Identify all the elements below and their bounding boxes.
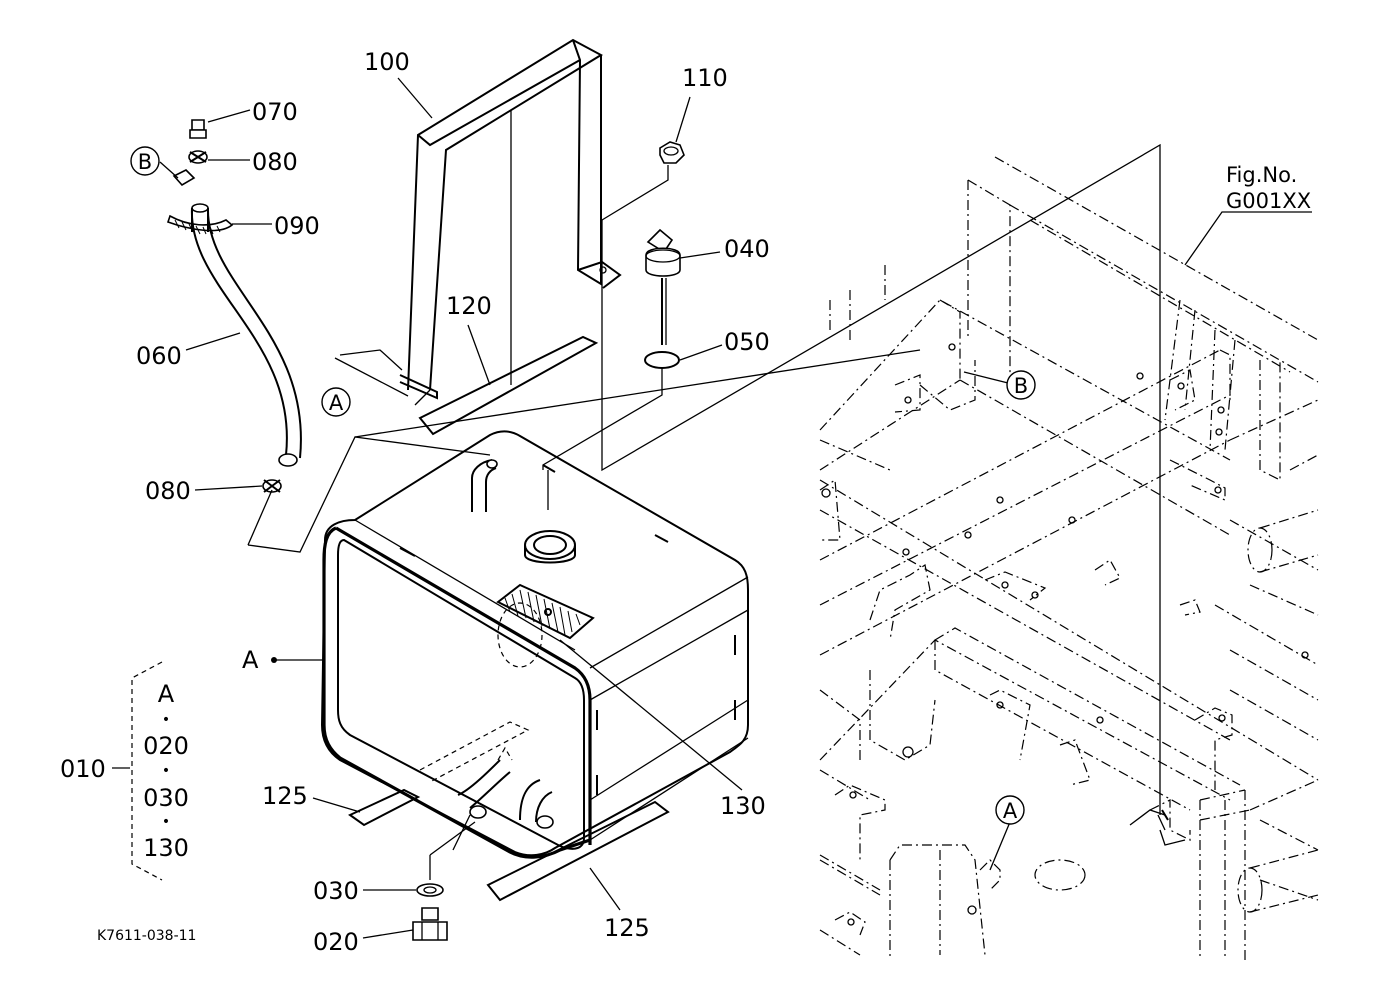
tank-pads-125	[348, 788, 670, 902]
chassis-frame	[819, 156, 1319, 960]
fuel-tank	[320, 430, 749, 880]
callout-a-tank: A	[242, 646, 259, 674]
group-separator: •	[162, 763, 170, 779]
group-item-130: 130	[143, 834, 189, 862]
callout-080-top: 080	[252, 148, 298, 176]
callout-010: 010	[60, 755, 106, 783]
tank-pad-120	[418, 335, 599, 436]
callout-020: 020	[313, 928, 359, 956]
assembly-group-010: 010 A • 020 • 030 • 130	[60, 661, 189, 881]
tank-strap-100	[399, 38, 622, 406]
fuel-cap-040	[644, 228, 681, 369]
circle-references: B A B A	[130, 146, 1036, 825]
callout-070: 070	[252, 98, 298, 126]
group-item-030: 030	[143, 784, 189, 812]
callout-040: 040	[724, 235, 770, 263]
callout-labels: 100 110 070 080 090 060 080 120 040 050 …	[136, 48, 770, 956]
group-separator: •	[162, 712, 170, 728]
callout-060: 060	[136, 342, 182, 370]
group-header-a: A	[158, 680, 175, 708]
callout-130: 130	[720, 792, 766, 820]
circle-ref-a-strap: A	[329, 391, 344, 415]
nut-110	[659, 141, 685, 164]
callout-125-left: 125	[262, 782, 308, 810]
fig-ref-code: G001XX	[1226, 189, 1311, 213]
callout-100: 100	[364, 48, 410, 76]
callout-080-bottom: 080	[145, 477, 191, 505]
circle-ref-a-frame: A	[1003, 799, 1018, 823]
callout-125-bottom: 125	[604, 914, 650, 942]
drain-plug-parts	[412, 883, 448, 941]
callout-030: 030	[313, 877, 359, 905]
fig-ref-caption: Fig.No.	[1226, 163, 1297, 187]
group-separator: •	[162, 814, 170, 830]
group-item-020: 020	[143, 732, 189, 760]
callout-110: 110	[682, 64, 728, 92]
figure-reference: Fig.No. G001XX	[1226, 163, 1311, 213]
circle-ref-b-frame: B	[1014, 374, 1028, 398]
circle-ref-b-hose: B	[138, 150, 152, 174]
drawing-id: K7611-038-11	[97, 928, 196, 944]
leader-lines	[185, 77, 1312, 939]
callout-090: 090	[274, 212, 320, 240]
callout-120: 120	[446, 292, 492, 320]
callout-050: 050	[724, 328, 770, 356]
hose-assembly	[159, 119, 491, 553]
